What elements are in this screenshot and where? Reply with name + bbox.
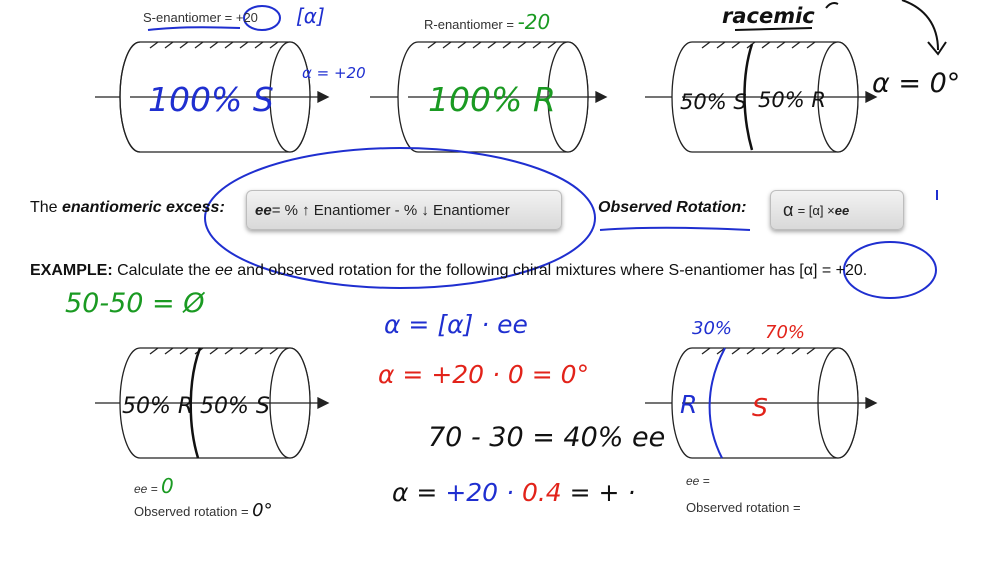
bottom-right-ee-label: ee = xyxy=(686,474,710,488)
s-enantiomer-text: S-enantiomer = xyxy=(143,10,236,25)
bottom-left-ee: ee = 0 xyxy=(134,474,174,498)
bottom-left-cyl-right: 50% S xyxy=(200,394,270,419)
pct-r-note: 30% xyxy=(692,318,733,339)
cylinder-r xyxy=(370,41,608,153)
example-ee: ee xyxy=(214,262,233,279)
cylinder-bottom-left xyxy=(95,347,330,459)
ee-symbol: ee xyxy=(255,201,272,219)
r-enantiomer-text: R-enantiomer = xyxy=(424,17,518,32)
obs-alpha: α xyxy=(783,199,794,220)
racemic-marks xyxy=(734,0,947,56)
work-line-4-c: 0.4 xyxy=(521,478,562,507)
racemic-note: racemic xyxy=(722,4,815,28)
cylinder-racemic-right: 50% R xyxy=(758,88,826,112)
pct-s-note: 70% xyxy=(765,322,806,343)
work-line-4-a: α = xyxy=(392,478,446,507)
work-line-3: 70 - 30 = 40% ee xyxy=(428,422,666,453)
cylinder-s xyxy=(95,41,330,153)
ee-prefix: The xyxy=(30,199,63,216)
ee-term: enantiomeric excess: xyxy=(62,199,225,216)
bottom-right-label-r: R xyxy=(680,390,698,419)
obs-formula: = [α] × xyxy=(797,202,835,218)
r-enantiomer-label: R-enantiomer = -20 xyxy=(424,10,550,34)
cylinder-racemic xyxy=(645,41,878,153)
example-text-b: and observed rotation for the following … xyxy=(232,262,800,279)
s-value-highlight xyxy=(147,5,281,31)
s-enantiomer-label: S-enantiomer = +20 xyxy=(143,10,258,25)
ee-formula: = % ↑ Enantiomer - % ↓ Enantiomer xyxy=(271,201,510,219)
work-line-4-d: = + · xyxy=(561,478,636,507)
bottom-right-label-s: S xyxy=(752,393,768,422)
work-line-2: α = +20 · 0 = 0° xyxy=(378,360,590,389)
formula-highlight-ellipse xyxy=(204,147,596,289)
cylinder-s-content: 100% S xyxy=(148,80,274,119)
work-line-4-b: +20 · xyxy=(445,478,522,507)
work-line-4: α = +20 · 0.4 = + · xyxy=(392,478,635,507)
work-line-1: α = [α] · ee xyxy=(384,310,528,339)
observed-rotation-formula-box: α = [α] × ee xyxy=(770,190,904,230)
ee-formula-box: ee = % ↑ Enantiomer - % ↓ Enantiomer xyxy=(246,190,562,230)
cylinder-bottom-right xyxy=(645,347,878,459)
ee-definition-label: The enantiomeric excess: xyxy=(30,199,225,217)
bottom-right-obs-label: Observed rotation = xyxy=(686,500,801,515)
bottom-right-ee: ee = xyxy=(686,474,710,488)
r-enantiomer-value: -20 xyxy=(517,10,551,34)
alpha-zero-note: α = 0° xyxy=(872,68,961,99)
bottom-left-obs: Observed rotation = 0° xyxy=(134,500,273,521)
cylinder-r-content: 100% R xyxy=(428,80,556,119)
example-alpha-value: [α] = +20. xyxy=(799,262,868,279)
obs-ee: ee xyxy=(834,202,850,218)
example-text-a: Calculate the xyxy=(112,262,215,279)
observed-rotation-label: Observed Rotation: xyxy=(598,199,746,217)
bottom-left-ee-label: ee = xyxy=(134,482,162,496)
bottom-left-obs-label: Observed rotation = xyxy=(134,504,253,519)
example-lead: EXAMPLE: xyxy=(30,262,113,279)
alpha-plus-20-note: α = +20 xyxy=(302,64,366,82)
s-alpha-note: [α] xyxy=(296,4,325,28)
s-enantiomer-value: +20 xyxy=(235,10,258,25)
bottom-left-ee-value: 0 xyxy=(161,474,174,498)
bottom-right-obs: Observed rotation = xyxy=(686,500,801,515)
cylinder-racemic-left: 50% S xyxy=(680,90,747,114)
bottom-left-cyl-left: 50% R xyxy=(122,394,194,419)
example-text: EXAMPLE: Calculate the ee and observed r… xyxy=(30,262,990,280)
split-note: 50-50 = Ø xyxy=(65,288,205,319)
observed-rotation-text: Observed Rotation: xyxy=(598,199,747,216)
bottom-left-obs-value: 0° xyxy=(252,500,273,521)
